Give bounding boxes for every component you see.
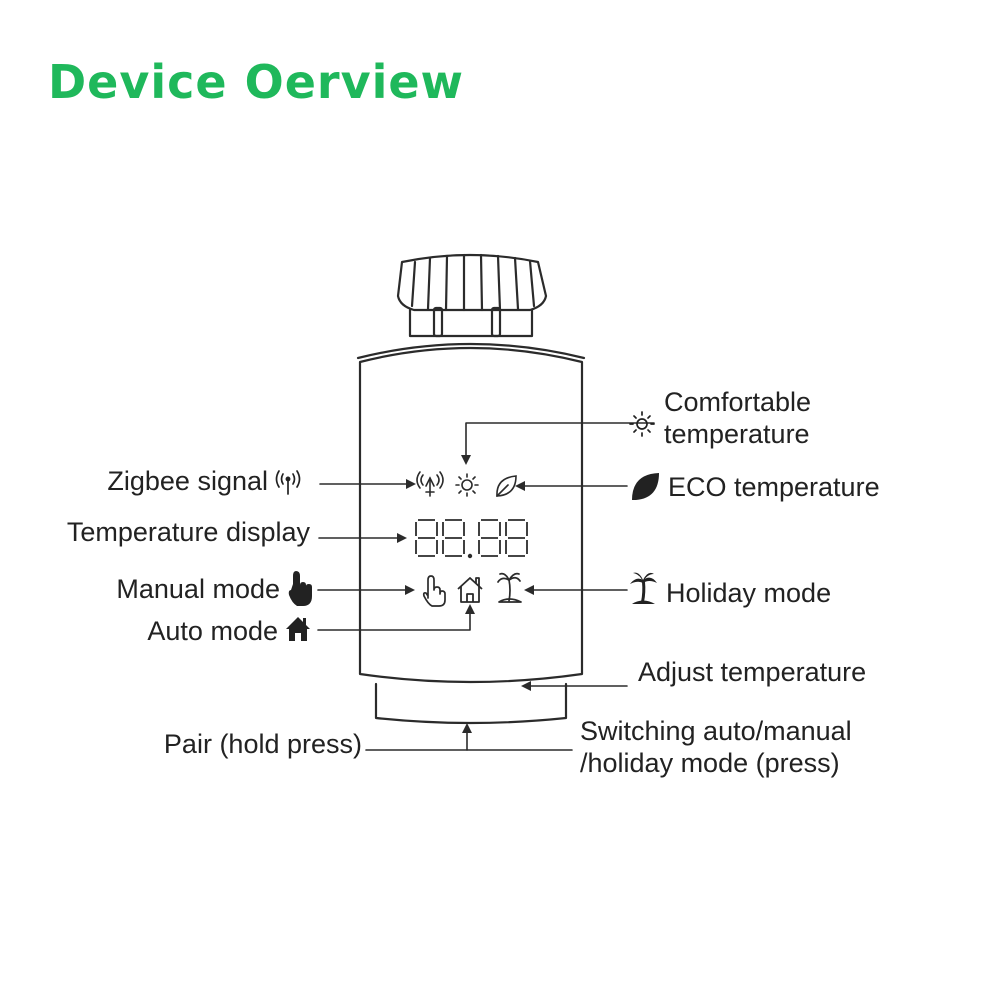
label-switching-line2: /holiday mode (press) <box>580 748 840 778</box>
leaf-label-icon <box>632 473 659 500</box>
label-manual-mode: Manual mode <box>116 574 280 604</box>
label-comfortable-temperature: Comfortable temperature <box>664 386 811 450</box>
adjust-ring <box>374 682 568 725</box>
label-pair: Pair (hold press) <box>163 729 362 759</box>
lcd-sun-icon <box>455 473 479 497</box>
callout-lines <box>317 422 655 751</box>
valve-stem <box>408 306 534 338</box>
lcd-decimal-point <box>467 553 473 559</box>
label-zigbee-signal: Zigbee signal <box>107 466 268 496</box>
thermostat-body <box>356 342 586 684</box>
lcd-zigbee-icon <box>416 471 444 497</box>
label-holiday-mode: Holiday mode <box>666 578 832 608</box>
label-comfortable-line2: temperature <box>664 419 810 449</box>
label-switching-mode: Switching auto/manual /holiday mode (pre… <box>580 715 852 779</box>
palm-label-icon <box>630 572 657 604</box>
sun-label-icon <box>629 411 655 437</box>
lcd-hand-icon <box>422 575 446 607</box>
label-comfortable-line1: Comfortable <box>664 387 812 417</box>
lcd-palm-icon <box>497 572 522 603</box>
valve-cap <box>396 253 548 312</box>
label-auto-mode: Auto mode <box>147 616 278 646</box>
label-eco-temperature: ECO temperature <box>668 472 880 502</box>
hand-pointer-icon <box>288 571 312 606</box>
lcd-leaf-icon <box>496 475 517 497</box>
label-adjust-temperature: Adjust temperature <box>638 657 867 687</box>
house-icon <box>286 617 310 641</box>
label-temperature-display: Temperature display <box>66 517 310 547</box>
zigbee-label-icon <box>275 470 301 495</box>
label-switching-line1: Switching auto/manual <box>580 716 852 746</box>
page-title: Device Oerview <box>48 55 465 109</box>
callout-arrows <box>397 455 534 733</box>
lcd-house-icon <box>457 577 483 603</box>
lcd-digit-display <box>415 519 528 559</box>
